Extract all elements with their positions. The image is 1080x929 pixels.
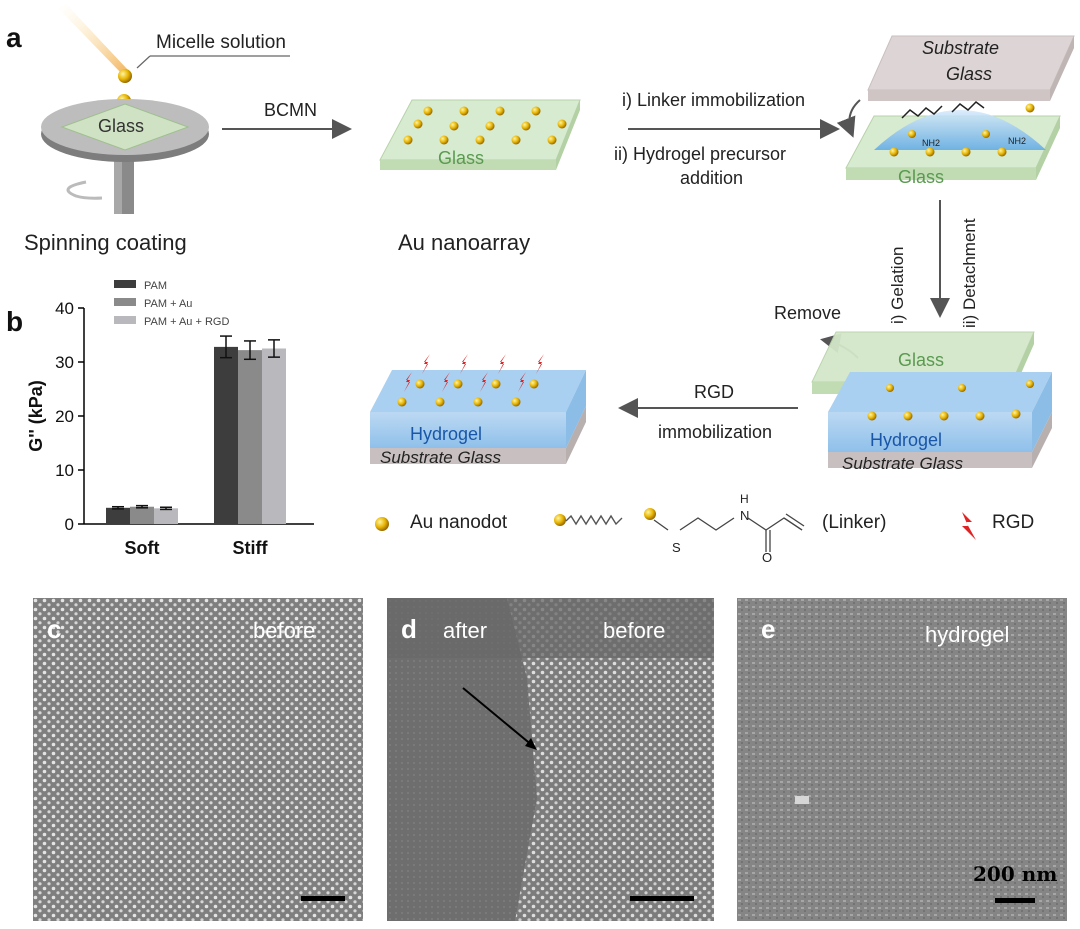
legend-label-0: PAM xyxy=(144,280,167,292)
panel-label-a: a xyxy=(6,22,22,53)
substrate-label: Substrate xyxy=(922,38,1000,58)
sem-texture-c xyxy=(33,598,363,921)
step1-line2: ii) Hydrogel precursor xyxy=(614,144,787,164)
bar-soft-1 xyxy=(130,506,154,524)
rgd-arrow-label: RGD xyxy=(694,382,734,402)
legend-swatch-0 xyxy=(114,280,136,288)
micelle-drop xyxy=(118,69,132,83)
legend-rgd-icon xyxy=(962,512,976,540)
sem-image-c: c before xyxy=(33,598,363,921)
bcmn-label: BCMN xyxy=(264,100,317,120)
sem-d-before-label: before xyxy=(603,618,666,643)
y-tick-label: 0 xyxy=(65,515,74,534)
bar-soft-2 xyxy=(154,508,178,524)
legend-rgd-label: RGD xyxy=(992,512,1035,533)
scale-bar-d xyxy=(630,896,694,901)
panel-label-c: c xyxy=(47,614,62,644)
micelle-solution-label: Micelle solution xyxy=(156,32,286,53)
hydrogel-label-left: Hydrogel xyxy=(410,424,483,444)
substrate-glass-label-left: Substrate Glass xyxy=(380,448,501,467)
step1-line1: i) Linker immobilization xyxy=(622,90,806,110)
sem-image-d: d after before xyxy=(387,598,714,921)
legend-label-2: PAM + Au + RGD xyxy=(144,316,229,328)
x-tick-label-stiff: Stiff xyxy=(233,538,269,558)
x-tick-label-soft: Soft xyxy=(125,538,160,558)
hydrogel-label-right: Hydrogel xyxy=(870,430,943,450)
scale-bar-e xyxy=(995,898,1035,903)
substrate-glass-label-right: Substrate Glass xyxy=(842,454,963,473)
legend-label-1: PAM + Au xyxy=(144,298,192,310)
sem-e-hydrogel-label: hydrogel xyxy=(925,622,1010,647)
au-nanoarray-label: Au nanoarray xyxy=(398,230,531,255)
panel-label-b: b xyxy=(6,306,24,337)
nh2-label-1: NH2 xyxy=(1008,136,1027,146)
panel-a-diagram xyxy=(41,4,1075,552)
y-tick-label: 20 xyxy=(55,407,74,426)
substrate-glass-word: Glass xyxy=(946,64,993,84)
substrate-glass-top xyxy=(867,35,1075,101)
legend-swatch-1 xyxy=(114,298,136,306)
legend-au-nanodot-icon xyxy=(375,517,389,531)
detachment-label: ii) Detachment xyxy=(960,218,979,328)
sem-image-e: e hydrogel 200 nm xyxy=(737,598,1067,921)
sem-c-before-label: before xyxy=(253,618,316,643)
glass-label-dome: Glass xyxy=(898,167,945,187)
chart-b: 0 10 20 30 40G'' (kPa) Soft Stiff PAM PAM + Au PA… xyxy=(26,280,314,558)
hydrogel-dome xyxy=(845,101,1061,180)
au-nanoarray-glass xyxy=(379,99,581,170)
sem-texture-d xyxy=(387,598,714,921)
legend-swatch-2 xyxy=(114,316,136,324)
panel-label-e: e xyxy=(761,614,776,644)
scale-bar-c xyxy=(301,896,345,901)
bar-stiff-2 xyxy=(262,348,286,524)
spinning-coating-label: Spinning coating xyxy=(24,230,187,255)
sem-texture-e xyxy=(737,598,1067,921)
legend-linker-icon xyxy=(554,508,805,552)
chem-h-label: H xyxy=(740,492,749,506)
detached-glass-stack xyxy=(811,331,1052,468)
bar-stiff-0 xyxy=(214,346,238,524)
glass-label-detached: Glass xyxy=(898,350,945,370)
bar-stiff-1 xyxy=(238,350,262,524)
panel-label-d: d xyxy=(401,614,417,644)
y-axis-label: G'' (kPa) xyxy=(26,380,46,452)
scale-bar-e-label: 200 nm xyxy=(973,862,1058,886)
y-tick-label: 40 xyxy=(55,299,74,318)
bar-soft-0 xyxy=(106,507,130,524)
pipette-icon xyxy=(58,4,128,74)
glass-label-nanoarray: Glass xyxy=(438,148,485,168)
immobilization-label: immobilization xyxy=(658,422,773,442)
y-tick-label: 10 xyxy=(55,461,74,480)
chem-s-label: S xyxy=(672,540,681,555)
sem-d-after-label: after xyxy=(443,618,488,643)
gelation-label: i) Gelation xyxy=(888,246,907,324)
rgd-hydrogel xyxy=(370,354,586,464)
remove-label: Remove xyxy=(774,303,842,323)
legend-au-nanodot-label: Au nanodot xyxy=(410,512,508,533)
nh2-label-2: NH2 xyxy=(922,138,941,148)
glass-label-spinner: Glass xyxy=(98,116,145,136)
chem-o-label: O xyxy=(762,550,773,565)
legend-linker-label: (Linker) xyxy=(822,512,887,533)
y-tick-label: 30 xyxy=(55,353,74,372)
chem-n-label: N xyxy=(740,508,750,523)
spin-coater-icon xyxy=(41,99,209,214)
step1-line3: addition xyxy=(680,168,744,188)
